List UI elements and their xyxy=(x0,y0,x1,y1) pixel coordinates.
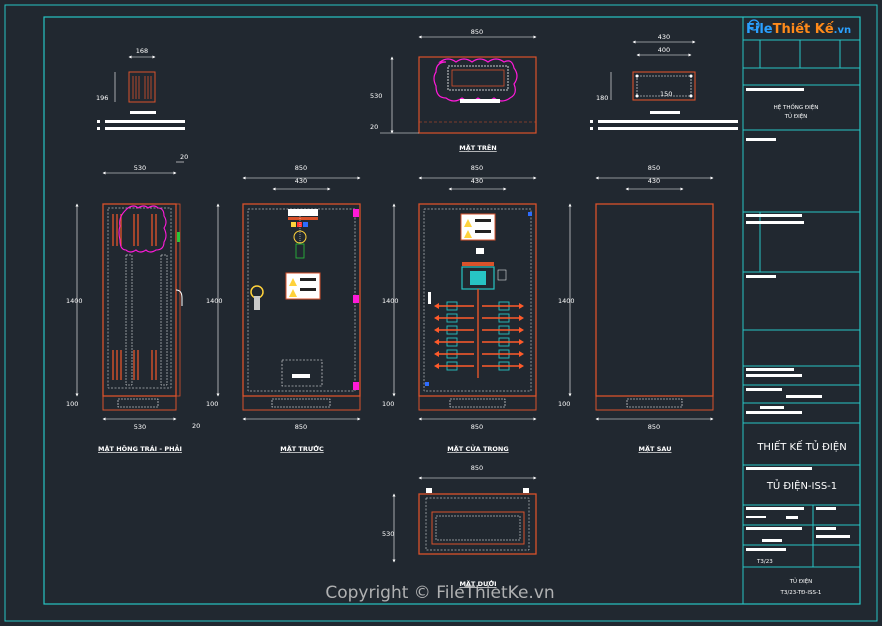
side-view: 530 20 1400 100 530 20 MẶT HÔNG TRÁI - P… xyxy=(66,153,200,453)
dim-tr-w2: 400 xyxy=(658,46,670,54)
dim-back-w-in: 430 xyxy=(648,177,660,185)
tb-sheet-no: T3/23 xyxy=(756,559,773,565)
tb-system-line1: HỆ THỐNG ĐIỆN xyxy=(774,103,819,111)
top-left-part: 168 196 xyxy=(96,47,185,130)
copyright-watermark: Copyright © FileThietKe.vn xyxy=(325,583,554,603)
outer-frame xyxy=(4,4,878,622)
front-view: 850 430 1400 100 850 MẶT TRƯỚC xyxy=(206,164,361,453)
tb-drawing-code: T3/23-TĐ-ISS-1 xyxy=(780,590,822,596)
bottom-view: 850 530 MẶT DƯỚI xyxy=(382,464,537,588)
tb-panel-name: TỦ ĐIỆN-ISS-1 xyxy=(766,478,837,492)
dim-side-base: 100 xyxy=(66,400,78,408)
title-back-view: MẶT SAU xyxy=(639,444,672,453)
dim-front-w: 850 xyxy=(295,164,307,172)
top-view: 850 530 20 MẶT TRÊN xyxy=(370,28,537,152)
dim-back-w-bot: 850 xyxy=(648,423,660,431)
svg-text:FileThiết Kế.vn: FileThiết Kế.vn xyxy=(746,22,851,37)
dim-tr-inner: 150 xyxy=(660,90,672,98)
dim-side-w-bot2: 20 xyxy=(192,422,200,430)
title-inner-view: MẶT CỬA TRONG xyxy=(447,443,508,453)
title-side-view: MẶT HÔNG TRÁI - PHẢI xyxy=(98,443,182,453)
dim-back-w: 850 xyxy=(648,164,660,172)
dim-front-w-bot: 850 xyxy=(295,423,307,431)
dim-back-h: 1400 xyxy=(558,297,575,305)
dim-side-w-bot: 530 xyxy=(134,423,146,431)
title-top-view: MẶT TRÊN xyxy=(459,143,497,152)
dim-tr-w1: 430 xyxy=(658,33,670,41)
title-block-text-bars xyxy=(746,88,850,551)
dim-top-left-w: 168 xyxy=(136,47,148,55)
dim-front-h: 1400 xyxy=(206,297,223,305)
dim-side-w2: 20 xyxy=(180,153,188,161)
dim-top-h2: 20 xyxy=(370,123,378,131)
dim-bottom-w: 850 xyxy=(471,464,483,472)
dim-top-w: 850 xyxy=(471,28,483,36)
dim-inner-w-in: 430 xyxy=(471,177,483,185)
back-view: 850 430 1400 100 850 MẶT SAU xyxy=(558,164,714,453)
title-front-view: MẶT TRƯỚC xyxy=(280,444,324,453)
dim-front-w-in: 430 xyxy=(295,177,307,185)
inner-frame xyxy=(43,16,861,605)
dim-inner-h: 1400 xyxy=(382,297,399,305)
dim-top-left-h: 196 xyxy=(96,94,108,102)
logo: FileThiết Kế.vn xyxy=(746,19,851,37)
dim-back-base: 100 xyxy=(558,400,570,408)
dim-side-w: 530 xyxy=(134,164,146,172)
tb-system-line2: TỦ ĐIỆN xyxy=(784,112,808,120)
tb-design-title: THIẾT KẾ TỦ ĐIỆN xyxy=(756,439,846,453)
top-right-part: 430 400 180 150 xyxy=(590,33,738,130)
inner-door-view: 850 430 1400 100 850 MẶT CỬA TRONG xyxy=(382,164,537,453)
title-block xyxy=(742,17,860,604)
dim-tr-h: 180 xyxy=(596,94,608,102)
dim-inner-w-bot: 850 xyxy=(471,423,483,431)
dim-top-h: 530 xyxy=(370,92,382,100)
dim-inner-base: 100 xyxy=(382,400,394,408)
dim-side-h: 1400 xyxy=(66,297,83,305)
dim-bottom-h: 530 xyxy=(382,530,394,538)
tb-drawing-name: TỦ ĐIỆN xyxy=(789,577,813,585)
dim-front-base: 100 xyxy=(206,400,218,408)
dim-inner-w: 850 xyxy=(471,164,483,172)
title-bottom-view: MẶT DƯỚI xyxy=(459,579,496,588)
